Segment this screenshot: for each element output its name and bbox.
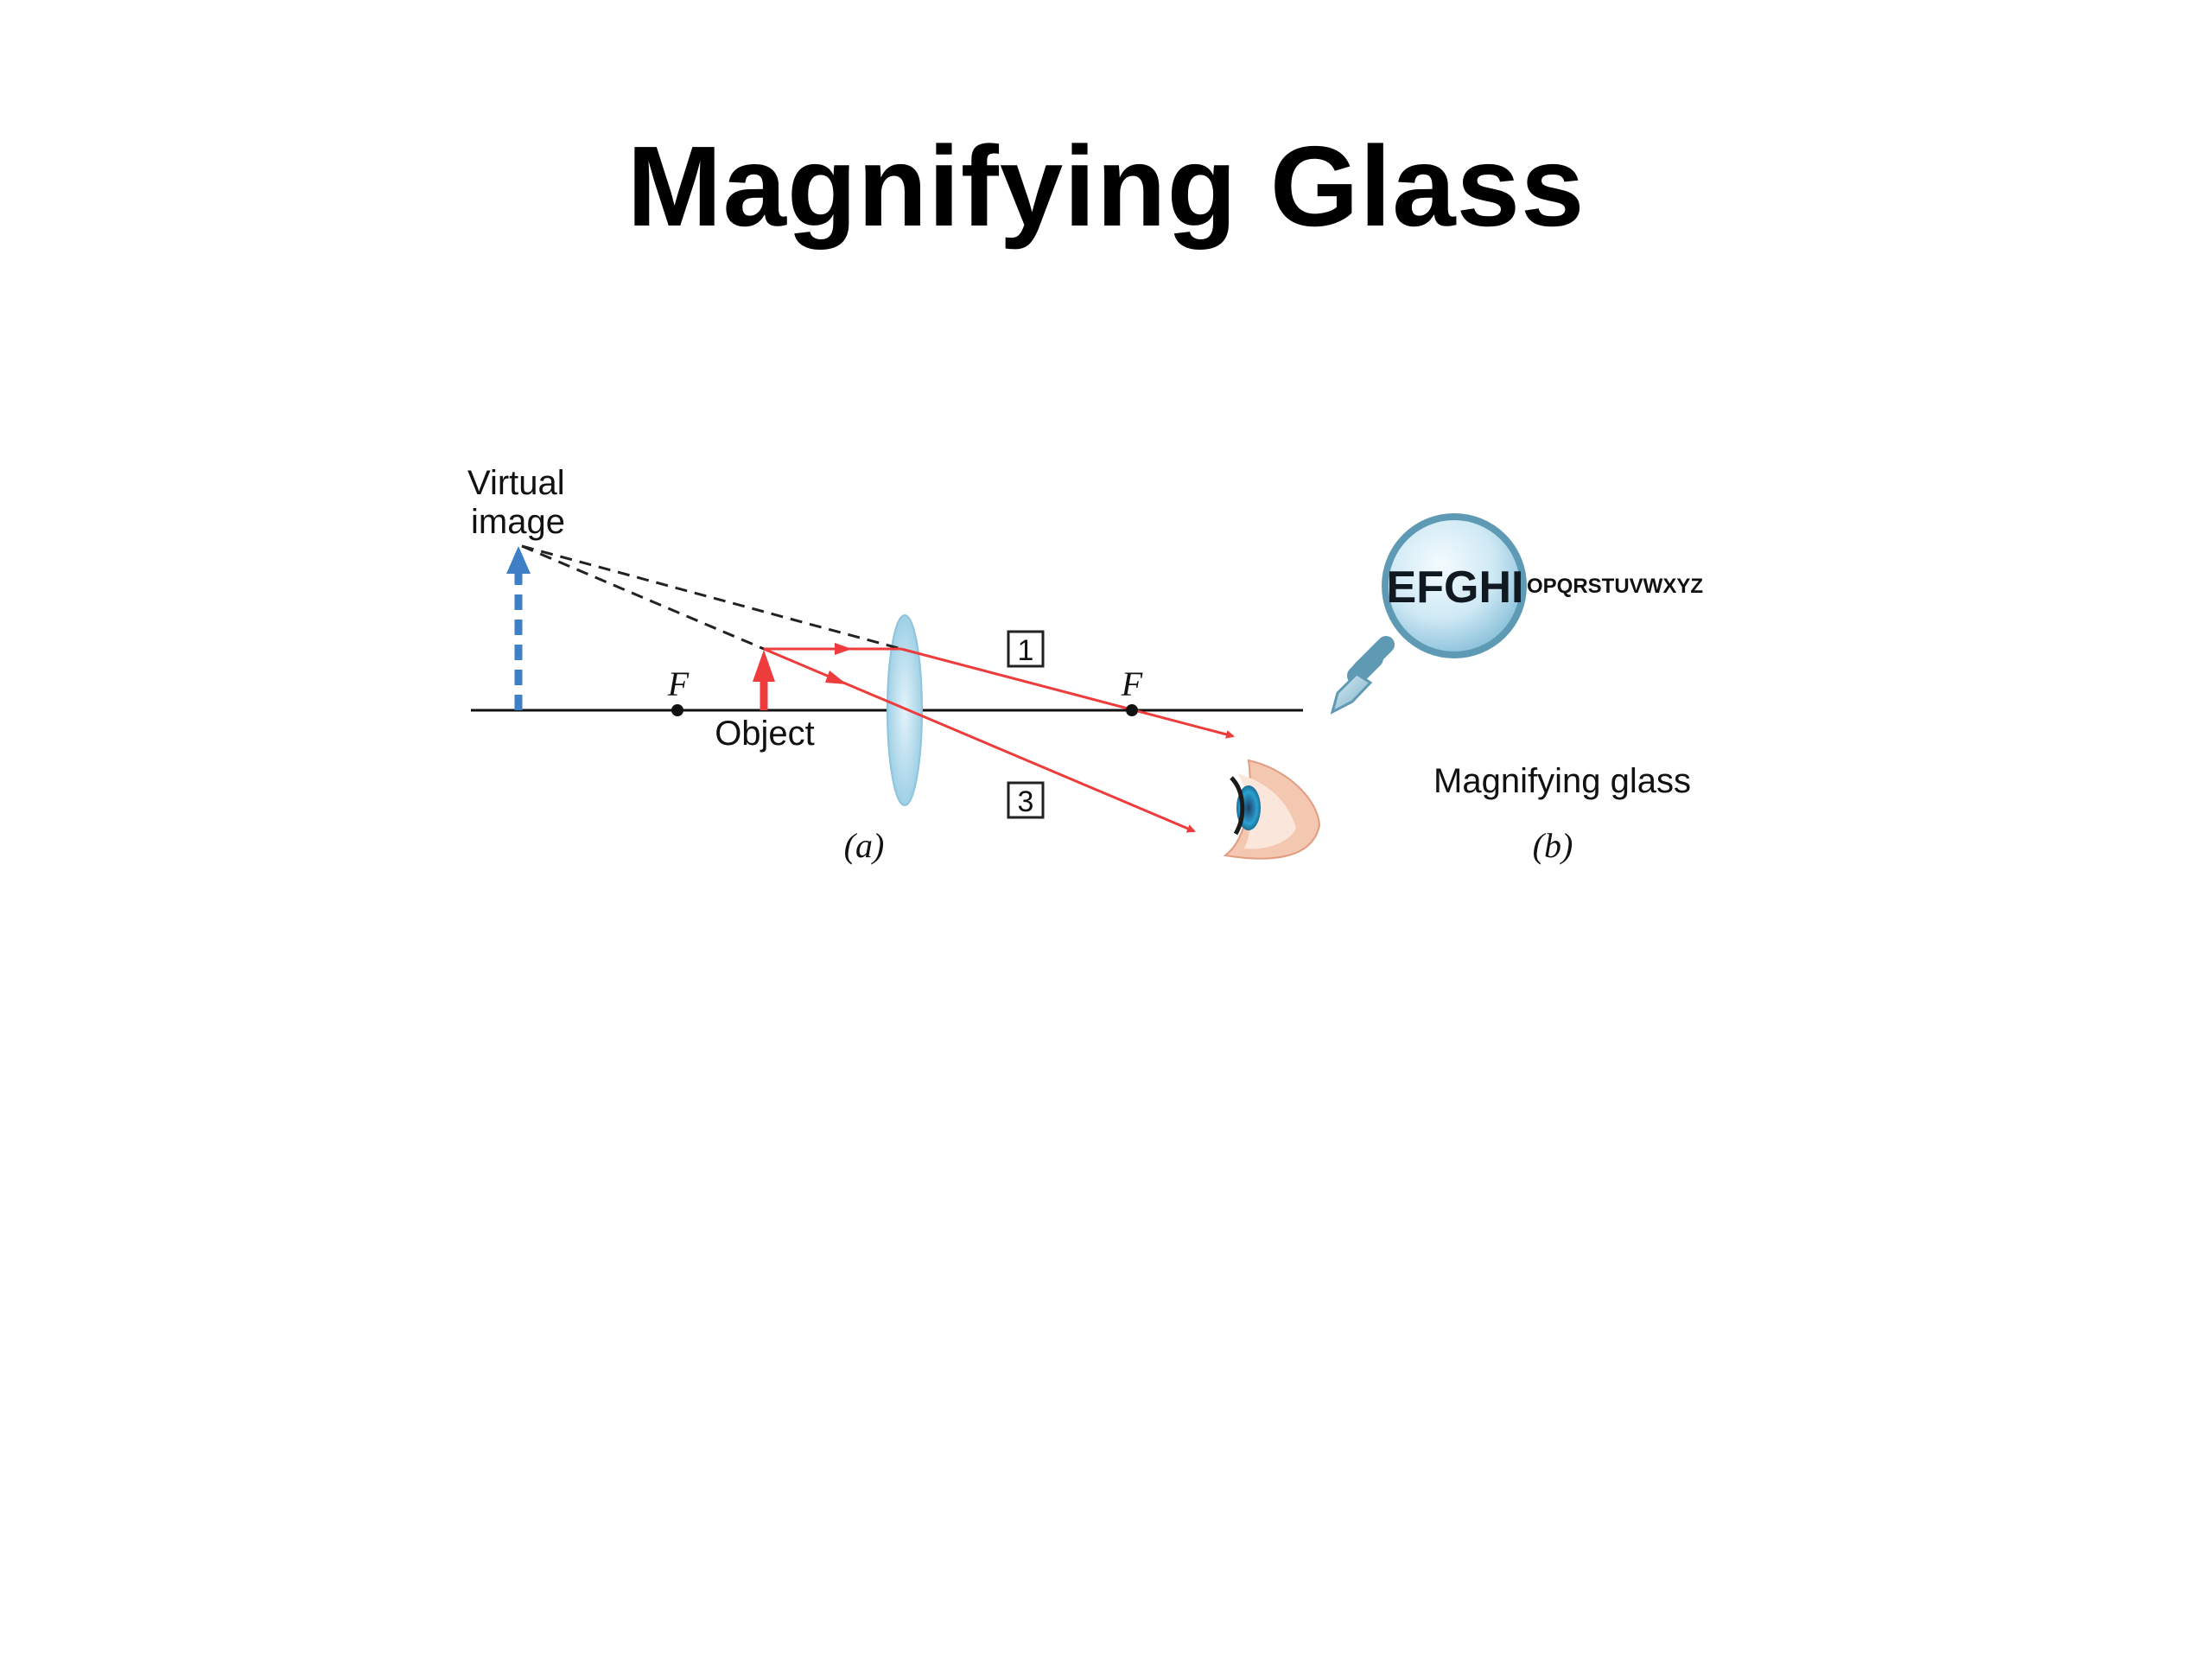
construction-line-lower bbox=[521, 544, 765, 651]
ray-3-label-box bbox=[1007, 781, 1045, 819]
focal-label-left: F bbox=[667, 664, 690, 703]
ray-1-incident-arrowhead bbox=[835, 643, 852, 655]
construction-line-upper bbox=[521, 544, 902, 651]
caption-b: (b) bbox=[1533, 826, 1573, 865]
ray-1-refracted bbox=[900, 647, 1235, 739]
converging-lens bbox=[887, 614, 923, 806]
focal-point-left bbox=[671, 704, 683, 716]
virtual-image-label-line1: Virtual bbox=[467, 464, 565, 502]
magnified-letters: EFGHI bbox=[1387, 563, 1524, 613]
eye-icon bbox=[1223, 759, 1321, 860]
focal-point-right bbox=[1126, 704, 1138, 716]
page-title: Magnifying Glass bbox=[626, 123, 1586, 250]
ray-1-label-box bbox=[1007, 630, 1045, 668]
focal-label-right: F bbox=[1121, 664, 1143, 703]
ray-3-label: 3 bbox=[1018, 785, 1034, 818]
magnifying-glass-label: Magnifying glass bbox=[1433, 762, 1691, 800]
panel-a-ray-diagram: Virtual image F F Object 1 3 (a) bbox=[467, 464, 1321, 865]
ray-1-label: 1 bbox=[1018, 634, 1034, 667]
caption-a: (a) bbox=[844, 826, 885, 865]
ray-3-arrowhead-mid bbox=[825, 671, 847, 684]
panel-b-magnifying-glass: EFGHI OPQRSTUVWXYZ Magnifying glass (b) bbox=[1330, 513, 1703, 865]
object-label: Object bbox=[715, 715, 815, 753]
magnifying-glass-icon bbox=[1330, 513, 1527, 715]
small-letters: OPQRSTUVWXYZ bbox=[1527, 575, 1703, 598]
virtual-image-arrowhead bbox=[506, 546, 531, 574]
object-arrowhead bbox=[753, 650, 775, 682]
virtual-image-label-line2: image bbox=[471, 503, 565, 541]
